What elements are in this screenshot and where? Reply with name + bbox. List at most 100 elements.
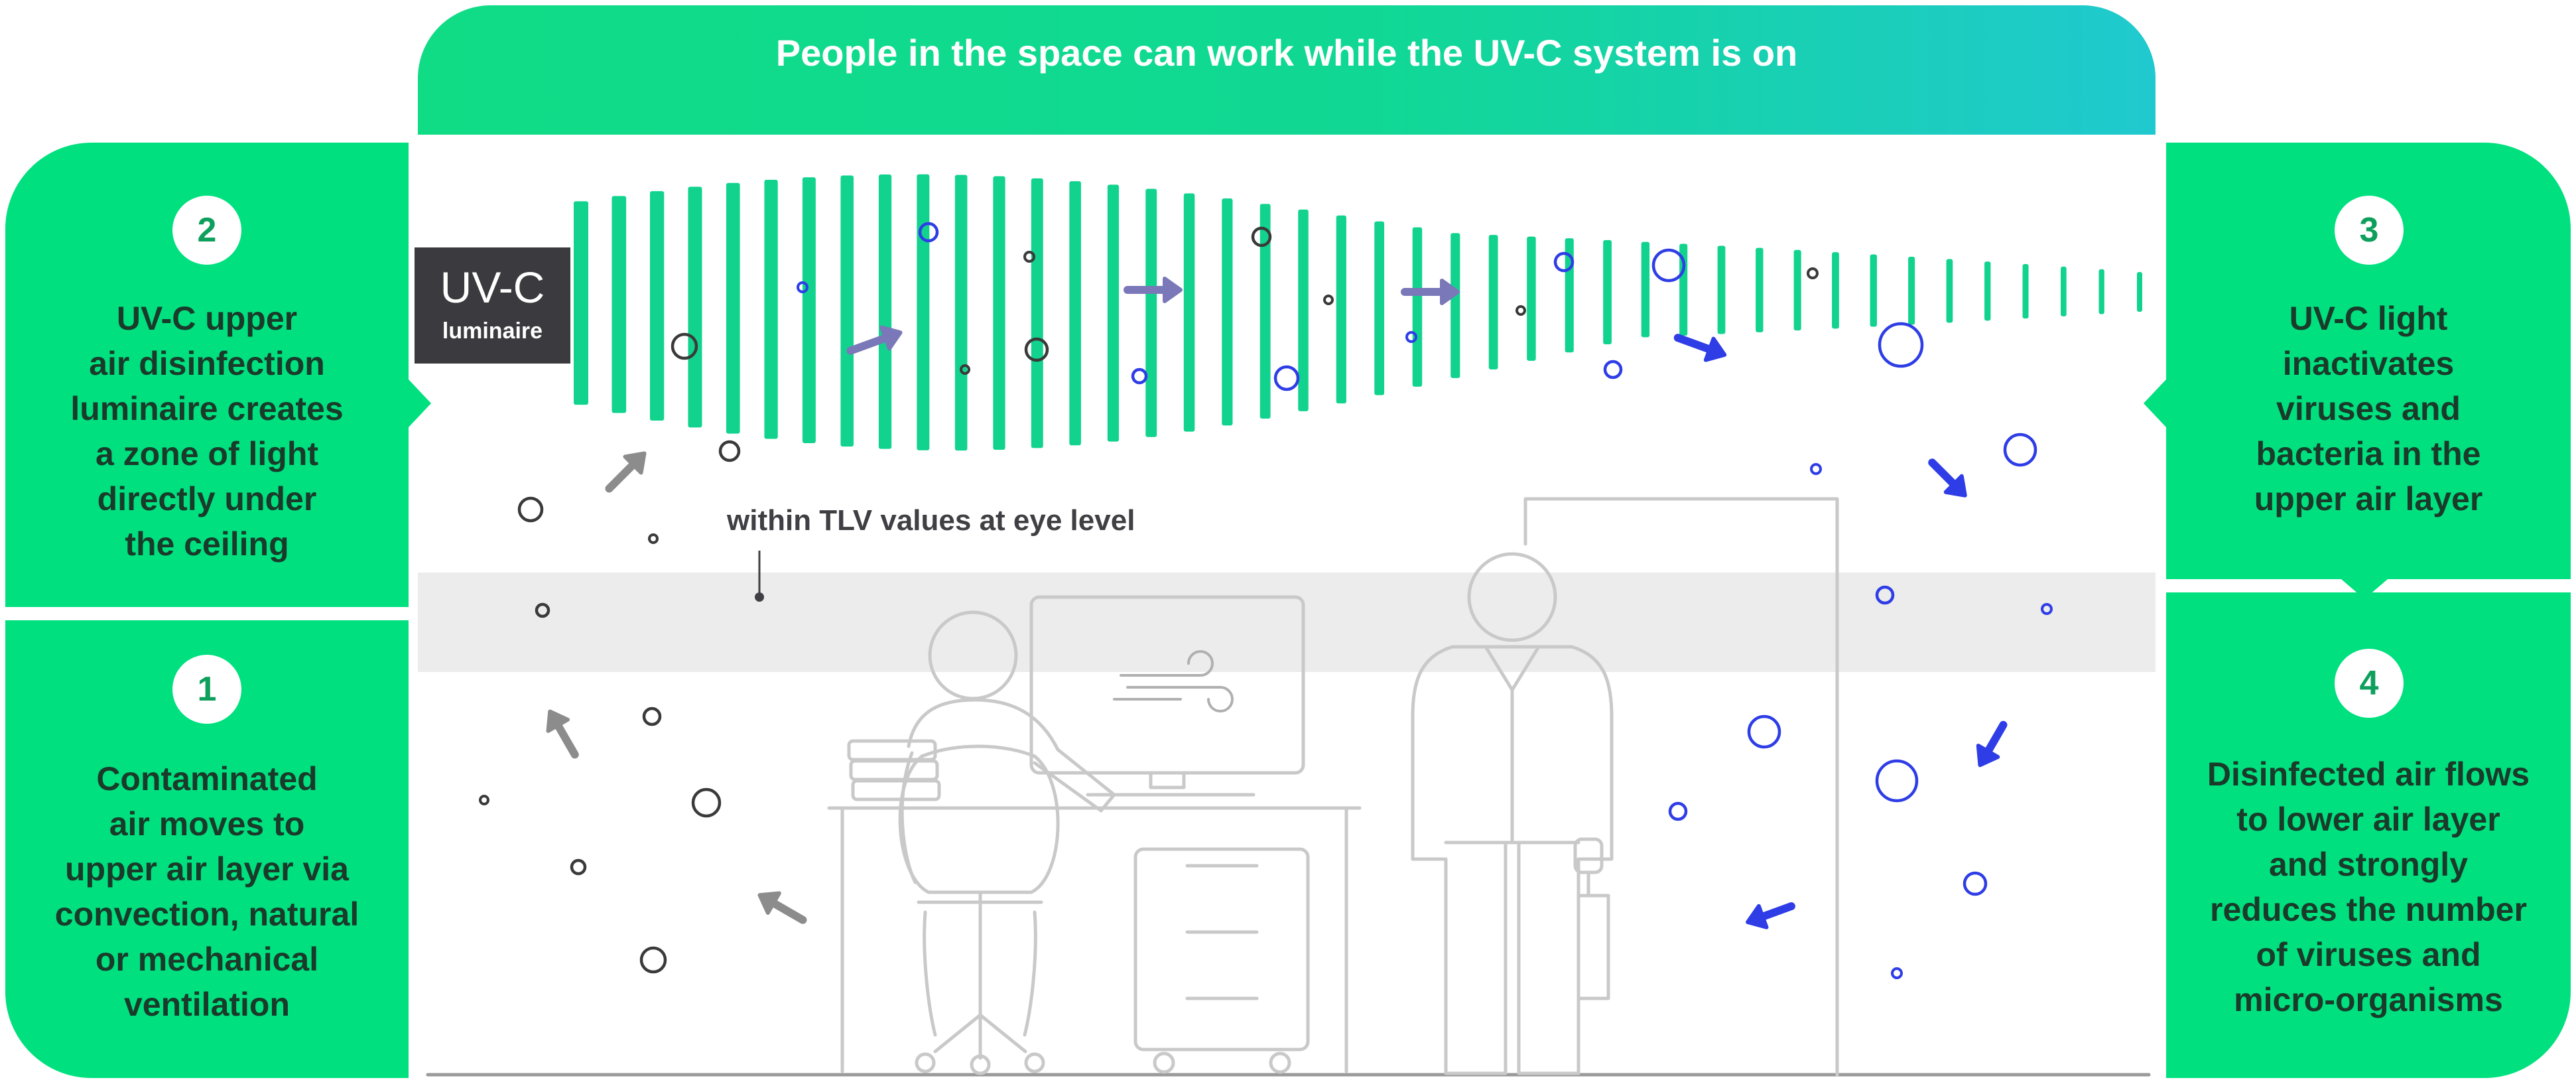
uv-light-stripe bbox=[954, 174, 968, 451]
particle-icon bbox=[1553, 251, 1575, 273]
door-icon bbox=[1523, 497, 1839, 1077]
step-2-pointer bbox=[409, 379, 431, 427]
particle-icon bbox=[1878, 322, 1924, 368]
particle-icon bbox=[648, 533, 659, 544]
particle-icon bbox=[2041, 603, 2053, 615]
uv-light-stripe bbox=[802, 177, 816, 444]
luminaire-subtitle: luminaire bbox=[442, 318, 543, 344]
uv-c-light-beam bbox=[574, 174, 2142, 451]
particle-icon bbox=[1023, 251, 1035, 263]
airflow-arrow-icon bbox=[846, 325, 903, 355]
uv-light-stripe bbox=[1450, 233, 1460, 378]
uv-light-stripe bbox=[764, 179, 778, 439]
particle-icon bbox=[1651, 248, 1686, 283]
uv-light-stripe bbox=[1107, 184, 1120, 442]
uv-light-stripe bbox=[1641, 241, 1650, 338]
airflow-arrow-icon bbox=[1401, 279, 1460, 305]
uv-light-stripe bbox=[1222, 198, 1233, 426]
banner-title: People in the space can work while the U… bbox=[775, 32, 1798, 74]
uv-light-stripe bbox=[612, 196, 627, 413]
uv-c-luminaire-icon bbox=[415, 247, 570, 364]
airflow-arrow-icon bbox=[757, 891, 807, 924]
uv-light-stripe bbox=[1259, 204, 1271, 419]
step-3-number: 3 bbox=[2335, 196, 2404, 265]
airflow-arrow-icon bbox=[1746, 902, 1795, 929]
particle-icon bbox=[570, 858, 587, 876]
airflow-arrow-icon bbox=[605, 451, 647, 493]
particle-icon bbox=[479, 795, 489, 805]
particle-icon bbox=[1131, 368, 1148, 385]
airflow-arrow-icon bbox=[1673, 334, 1727, 362]
particle-icon bbox=[671, 332, 698, 360]
particle-icon bbox=[1603, 360, 1623, 379]
uv-light-stripe bbox=[917, 174, 930, 450]
uv-light-stripe bbox=[1145, 188, 1157, 437]
particle-icon bbox=[639, 946, 667, 974]
uv-light-stripe bbox=[574, 201, 588, 405]
airflow-arrow-icon bbox=[1928, 458, 1967, 498]
step-3-to-4-pointer bbox=[2341, 579, 2388, 599]
step-1-to-2-pointer bbox=[182, 587, 229, 607]
step-2-text: UV-C upper air disinfection luminaire cr… bbox=[70, 300, 344, 563]
step-3-pointer bbox=[2144, 379, 2166, 427]
particle-icon bbox=[1024, 337, 1049, 362]
particle-icon bbox=[1668, 801, 1688, 821]
uv-light-stripe bbox=[840, 175, 854, 447]
step-4-number: 4 bbox=[2335, 649, 2404, 718]
airflow-arrow-icon bbox=[1124, 277, 1183, 303]
particle-icon bbox=[1810, 463, 1822, 475]
uv-light-stripe bbox=[1336, 215, 1346, 404]
particle-icon bbox=[797, 281, 808, 293]
eye-level-band bbox=[418, 573, 2156, 672]
uv-light-stripe bbox=[1488, 235, 1498, 370]
step-2-number: 2 bbox=[172, 196, 241, 265]
particle-icon bbox=[1273, 365, 1300, 391]
uv-light-stripe bbox=[1717, 245, 1726, 334]
particle-icon bbox=[535, 602, 550, 618]
uv-light-stripe bbox=[649, 191, 665, 421]
step-1-number: 1 bbox=[172, 655, 241, 724]
air-particles bbox=[479, 222, 2053, 979]
airflow-arrow-icon bbox=[1976, 720, 2008, 768]
uv-light-stripe bbox=[1793, 249, 1801, 331]
luminaire-title: UV-C bbox=[440, 263, 545, 312]
step-1-text: Contaminated air moves to upper air laye… bbox=[54, 760, 359, 1023]
airflow-arrows bbox=[546, 277, 2008, 929]
particle-icon bbox=[691, 787, 722, 818]
uv-light-stripe bbox=[1412, 227, 1423, 387]
uv-light-stripe bbox=[688, 186, 702, 428]
uv-light-stripe bbox=[993, 176, 1005, 450]
particle-icon bbox=[1807, 267, 1819, 279]
uv-light-stripe bbox=[2022, 264, 2029, 319]
particle-icon bbox=[718, 440, 741, 462]
particle-icon bbox=[1891, 967, 1903, 979]
uv-light-stripe bbox=[1832, 252, 1839, 329]
airflow-arrow-icon bbox=[546, 709, 579, 759]
particle-icon bbox=[960, 364, 970, 375]
uv-light-stripe bbox=[1946, 259, 1953, 323]
uv-light-stripe bbox=[1069, 181, 1081, 446]
eye-level-label: within TLV values at eye level bbox=[727, 504, 1135, 537]
particle-icon bbox=[517, 496, 544, 523]
step-3-text: UV-C light inactivates viruses and bacte… bbox=[2254, 300, 2483, 517]
uv-light-stripe bbox=[1374, 221, 1385, 395]
particle-icon bbox=[642, 707, 662, 726]
uv-light-stripe bbox=[2061, 266, 2067, 316]
particle-icon bbox=[1251, 226, 1272, 247]
particle-icon bbox=[2003, 433, 2037, 467]
particle-icon bbox=[918, 222, 939, 243]
uv-light-stripe bbox=[1908, 256, 1915, 325]
uv-light-stripe bbox=[726, 182, 740, 434]
uv-light-stripe bbox=[1984, 261, 1991, 321]
top-banner bbox=[418, 5, 2156, 135]
uv-light-stripe bbox=[878, 174, 892, 449]
office-chair-icon bbox=[898, 744, 1060, 1075]
drawer-cabinet-icon bbox=[1133, 847, 1310, 1051]
uv-light-stripe bbox=[2137, 272, 2142, 312]
particle-icon bbox=[1323, 295, 1334, 305]
uv-light-stripe bbox=[2098, 269, 2104, 314]
eye-level-marker-dot bbox=[755, 592, 764, 602]
uv-light-stripe bbox=[1031, 178, 1043, 448]
